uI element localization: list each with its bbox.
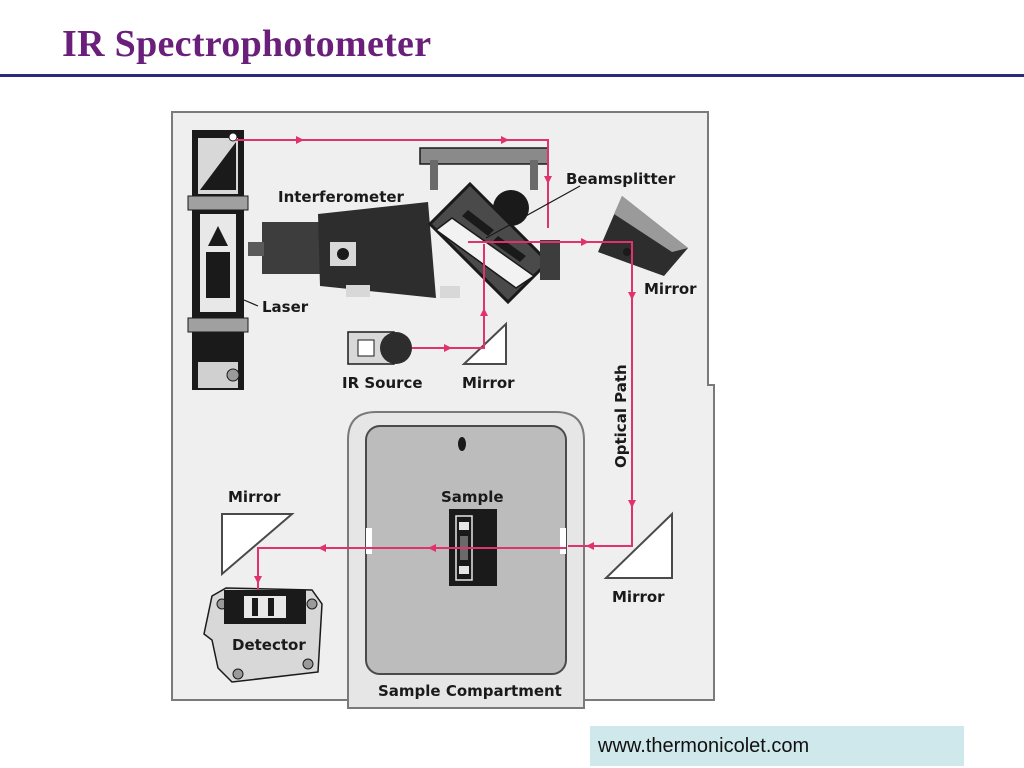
label-sample: Sample — [441, 488, 504, 506]
label-mirror-top-right: Mirror — [644, 280, 697, 298]
source-url-link[interactable]: www.thermonicolet.com — [598, 734, 810, 757]
label-leader-lines — [243, 185, 581, 307]
label-mirror-left: Mirror — [228, 488, 281, 506]
optical-beam-path — [236, 136, 636, 590]
interferometer — [248, 147, 560, 305]
label-optical-path: Optical Path — [612, 364, 630, 468]
label-interferometer: Interferometer — [278, 188, 405, 206]
label-beamsplitter: Beamsplitter — [566, 170, 676, 188]
detector — [203, 587, 323, 683]
ir-source — [347, 331, 412, 365]
label-mirror-lower-right: Mirror — [612, 588, 665, 606]
label-ir-source: IR Source — [342, 374, 423, 392]
title-rule — [0, 74, 1024, 77]
label-laser: Laser — [262, 298, 309, 316]
label-mirror-ir-source: Mirror — [462, 374, 515, 392]
slide-title: IR Spectrophotometer — [62, 23, 432, 65]
mirror-lower-right — [603, 511, 673, 579]
label-detector: Detector — [232, 636, 306, 654]
label-sample-compartment: Sample Compartment — [378, 682, 562, 700]
mirror-top-right — [598, 196, 688, 276]
laser — [187, 130, 249, 390]
source-credit-box: www.thermonicolet.com — [590, 726, 964, 766]
mirror-left — [221, 513, 295, 577]
